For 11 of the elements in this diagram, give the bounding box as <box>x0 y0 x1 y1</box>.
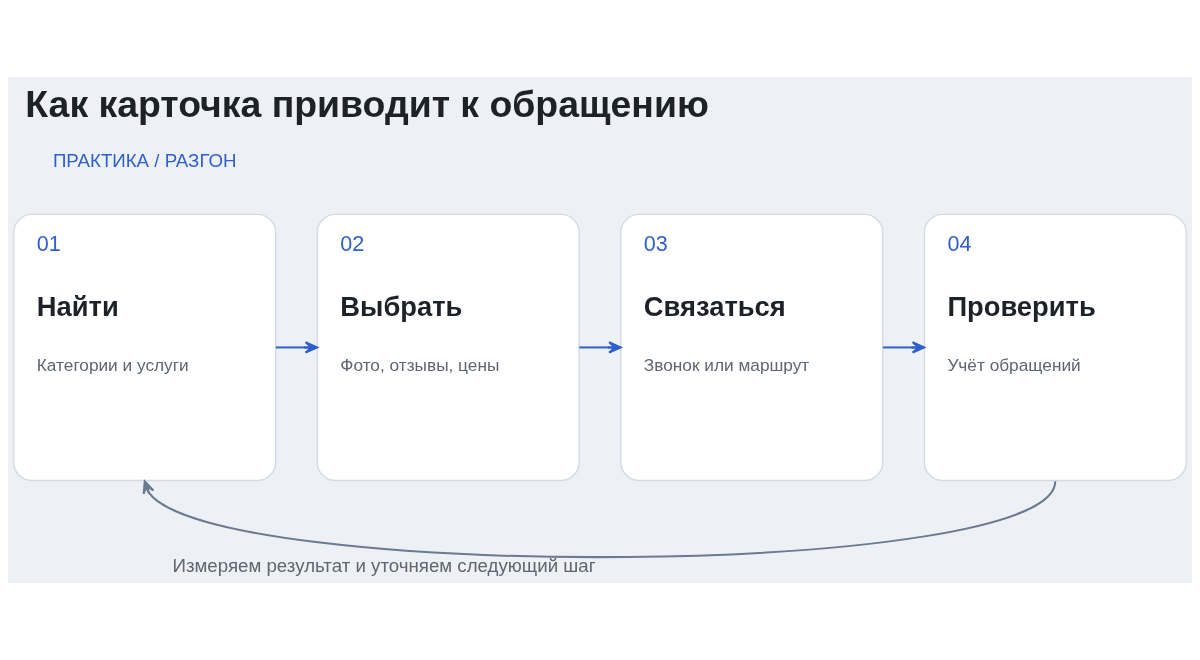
arrow <box>579 341 622 354</box>
arrow <box>142 480 1057 558</box>
edge-label: Измеряем результат и уточняем следующий шаг <box>172 555 596 577</box>
arrow <box>882 341 926 354</box>
arrow <box>275 341 319 354</box>
label: ПРАКТИКА / РАЗГОН <box>52 149 237 171</box>
node-box: 04 Проверить Учёт обращений <box>923 213 1187 482</box>
node-box: 02 Выбрать Фото, отзывы, цены <box>316 213 580 482</box>
node-box: 01 Найти Категории и услуги <box>13 213 277 482</box>
diagram-title: Как карточка приводит к обращению <box>25 82 709 125</box>
node-box: 03 Связаться Звонок или маршрут <box>620 213 884 482</box>
